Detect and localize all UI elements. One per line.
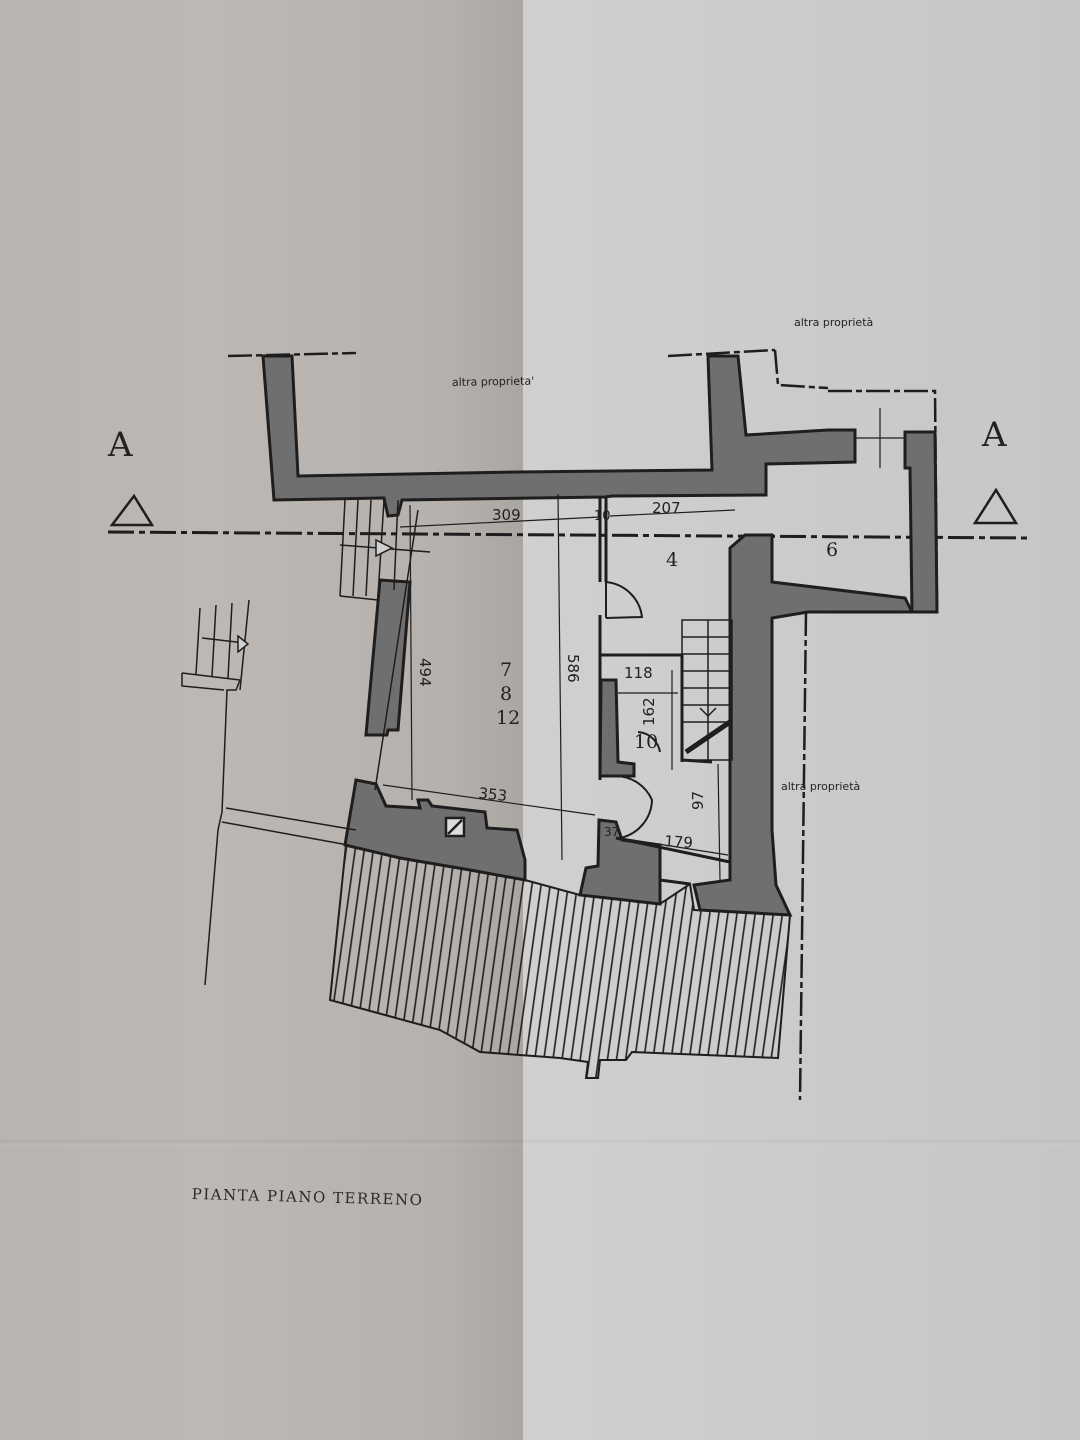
neighbor-label-top-right: altra proprietà: [794, 316, 873, 329]
paper-fold-line: [0, 1140, 1080, 1146]
dim-353: 353: [478, 784, 508, 805]
room-labels: 7 8 12 4 6 10: [496, 539, 838, 753]
room-label-12: 12: [496, 707, 520, 729]
dim-494: 494: [416, 658, 434, 687]
door-swing-bath: [637, 731, 661, 753]
dimension-lines: [382, 493, 736, 881]
door-swing-room10: [615, 775, 654, 839]
dim-162: 162: [640, 697, 658, 726]
room-label-4: 4: [666, 549, 678, 571]
partitions: [598, 497, 731, 886]
neighbor-labels: altra proprieta' altra proprietà altra p…: [452, 316, 873, 793]
doors: [605, 581, 661, 839]
neighbor-label-top: altra proprieta': [452, 375, 534, 389]
dim-97: 97: [689, 791, 707, 810]
terrace-hatch: [328, 843, 792, 1079]
section-line: A A: [107, 415, 1031, 540]
paper-left-panel: [0, 0, 523, 1440]
room-label-7: 7: [500, 659, 512, 681]
dimension-labels: 309 10 207 494 586 118 162 353 37 179 97: [416, 499, 707, 852]
exterior-stairs-far-left: [181, 599, 357, 986]
room-label-6: 6: [826, 539, 838, 561]
crosshair-marker: [856, 408, 906, 468]
room-label-10: 10: [634, 731, 658, 753]
property-boundaries: [227, 348, 939, 1101]
interior-stairs: [681, 619, 733, 761]
dim-179: 179: [664, 832, 694, 852]
neighbor-label-right: altra proprietà: [781, 780, 860, 793]
dim-586: 586: [564, 654, 582, 683]
section-marker-right: A: [981, 415, 1007, 455]
dim-10: 10: [594, 509, 611, 524]
dim-37: 37: [604, 825, 619, 839]
section-triangle-right-icon: [972, 487, 1019, 525]
dim-118: 118: [624, 664, 653, 682]
flue-icon: [444, 816, 466, 838]
dim-207: 207: [652, 499, 681, 517]
room-label-8: 8: [500, 683, 512, 705]
section-marker-left: A: [107, 425, 133, 465]
door-swing-room4: [605, 581, 644, 619]
dim-309: 309: [492, 506, 521, 524]
section-triangle-left-icon: [109, 493, 155, 527]
